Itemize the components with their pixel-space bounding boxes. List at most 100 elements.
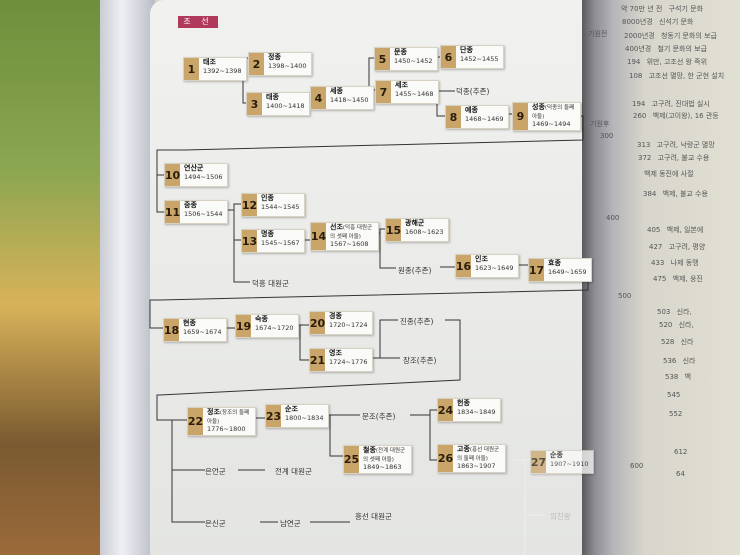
reign-number: 11 (165, 201, 180, 223)
reign-number: 4 (311, 87, 326, 109)
timeline-event: 백제 동진에 사절 (644, 170, 694, 178)
timeline-axis-mark: 기원전 (588, 30, 608, 38)
timeline-event: 고구려, 낙랑군 멸망 (656, 141, 715, 149)
king-name: 순조 (285, 405, 298, 413)
timeline-year: 260 (633, 112, 647, 120)
reign-number: 8 (446, 106, 461, 128)
king-name: 헌종 (457, 399, 470, 407)
timeline-event: 고조선 멸망, 한 군현 설치 (648, 72, 725, 80)
reign-years: 1834~1849 (457, 407, 496, 416)
reign-number: 25 (344, 446, 359, 473)
timeline-event: 백제, 불교 수용 (662, 190, 708, 198)
reign-years: 1849~1863 (363, 463, 402, 471)
king-name: 경종 (329, 312, 342, 320)
timeline-axis-mark: 300 (600, 132, 614, 140)
timeline-year: 528 (661, 338, 675, 346)
reign-number: 23 (266, 405, 281, 427)
king-name: 순종 (550, 451, 563, 459)
timeline-year: 552 (669, 410, 683, 418)
timeline-event: 백제, 웅진 (672, 275, 703, 283)
reign-number: 10 (165, 164, 180, 186)
timeline-event: 고구려, 불교 수용 (657, 154, 710, 162)
timeline-year: 400년경 (625, 45, 652, 53)
timeline-event: 신라, (676, 308, 692, 316)
book-binding (100, 0, 155, 555)
timeline-axis-mark: 기원후 (590, 120, 610, 128)
reign-number: 18 (164, 319, 179, 341)
timeline-entry: 612 (674, 448, 691, 457)
ancestor-label: 덕흥 대원군 (252, 279, 289, 288)
timeline-event: 신라, (678, 321, 694, 329)
king-name: 인조 (475, 255, 488, 263)
timeline-year: 520 (659, 321, 673, 329)
reign-number: 2 (249, 53, 264, 75)
timeline-year: 64 (676, 470, 685, 478)
timeline-year: 194 (627, 58, 641, 66)
timeline-event: 백제(고이왕), 16 관등 (652, 112, 719, 120)
ancestor-label: 의친왕 (550, 512, 571, 521)
timeline-event: 신라 (682, 357, 696, 365)
reign-years: 1720~1724 (329, 320, 368, 329)
timeline-entry: 433 나제 동맹 (651, 259, 699, 268)
timeline-axis-mark: 600 (630, 462, 644, 470)
section-tag: 조 선 (178, 16, 218, 28)
timeline-event: 청동기 문화의 보급 (660, 32, 717, 40)
timeline-axis-mark: 500 (618, 292, 632, 300)
king-name: 효종 (548, 259, 561, 267)
timeline-event: 고구려, 진대법 실시 (651, 100, 710, 108)
reign-years: 1544~1545 (261, 202, 300, 211)
reign-years: 1674~1720 (255, 323, 294, 332)
king-name: 정조 (207, 408, 220, 416)
timeline-year: 8000년경 (622, 18, 653, 26)
timeline-event: 백제, 일본에 (666, 226, 704, 234)
timeline-event: 위만, 고조선 왕 즉위 (646, 58, 708, 66)
ancestor-label: 장조(추존) (403, 356, 437, 365)
reign-years: 1800~1834 (285, 413, 324, 422)
reign-years: 1392~1398 (203, 66, 242, 75)
timeline-year: 108 (629, 72, 643, 80)
king-name: 단종 (460, 46, 473, 54)
reign-number: 12 (242, 194, 257, 216)
king-name: 세종 (330, 87, 343, 95)
king-name: 철종 (363, 446, 376, 454)
reign-number: 16 (456, 255, 471, 277)
reign-years: 1506~1544 (184, 209, 223, 218)
reign-number: 24 (438, 399, 453, 421)
timeline-entry: 538 백 (665, 373, 691, 382)
king-name: 인종 (261, 194, 274, 202)
reign-number: 27 (531, 451, 546, 473)
king-name: 고종 (457, 445, 470, 453)
ancestor-label: 은신군 (205, 519, 226, 528)
timeline-year: 427 (649, 243, 663, 251)
timeline-year: 536 (663, 357, 677, 365)
timeline-entry: 475 백제, 웅진 (653, 275, 703, 284)
reign-years: 1398~1400 (268, 61, 307, 70)
king-name: 명종 (261, 230, 274, 238)
timeline-event: 구석기 문화 (668, 5, 704, 13)
reign-number: 6 (441, 46, 456, 68)
timeline-entry: 약 70만 년 전 구석기 문화 (621, 5, 703, 14)
king-name: 숙종 (255, 315, 268, 323)
reign-years: 1418~1450 (330, 95, 369, 104)
timeline-event: 백 (684, 373, 692, 381)
timeline-year: 194 (632, 100, 646, 108)
reign-years: 1659~1674 (183, 327, 222, 336)
ancestor-label: 원종(추존) (398, 266, 432, 275)
reign-years: 1545~1567 (261, 238, 300, 247)
king-name: 세조 (395, 81, 408, 89)
timeline-event: 철기 문화의 보급 (657, 45, 708, 53)
reign-years: 1450~1452 (394, 56, 433, 65)
reign-years: 1776~1800 (207, 425, 246, 433)
ancestor-label: 진종(추존) (400, 317, 434, 326)
king-note: (덕흥 대원군의 셋째 아들) (330, 225, 373, 240)
reign-years: 1863~1907 (457, 462, 496, 470)
